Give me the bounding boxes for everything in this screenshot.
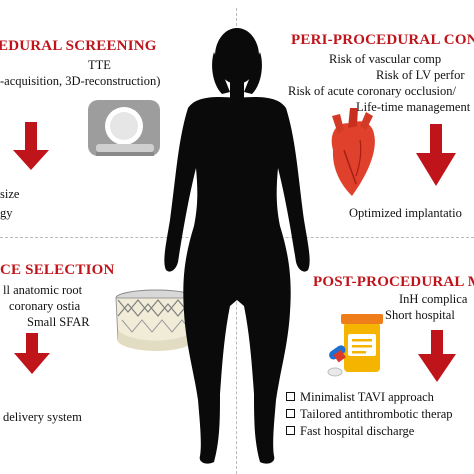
postprocedural-line-complications: InH complica [399,292,468,306]
selection-heading: CE SELECTION [0,262,115,278]
heart-icon [331,108,375,196]
selection-line-sfar: Small SFAR [27,315,90,329]
arrow-down-icon [416,124,456,186]
screening-line-tte: TTE [88,58,111,72]
checklist-item-antithrombotic: Tailored antithrombotic therap [286,407,453,422]
arrow-down-icon [14,333,50,374]
periprocedural-heading: PERI-PROCEDURAL CON [291,32,474,48]
medication-icon [327,314,383,377]
periprocedural-line-lifetime: Life-time management [356,100,471,114]
checkbox-icon [286,426,295,435]
selection-line-ostia: coronary ostia [9,299,81,313]
screening-line-size: size [0,187,20,201]
arrow-down-icon [13,122,49,170]
periprocedural-line-vascular: Risk of vascular comp [329,52,442,66]
postprocedural-line-hospital: Short hospital [385,308,455,322]
ct-scanner-icon [88,100,160,156]
checklist-item-discharge: Fast hospital discharge [286,424,414,439]
checkbox-icon [286,392,295,401]
screening-heading: EDURAL SCREENING [0,38,157,54]
human-silhouette [164,28,310,464]
screening-line-acquisition: -acquisition, 3D-reconstruction) [0,74,161,88]
selection-line-delivery: delivery system [3,410,82,424]
periprocedural-line-lv: Risk of LV perfor [376,68,465,82]
arrow-down-icon [418,330,456,382]
postprocedural-heading: POST-PROCEDURAL M [313,274,474,290]
screening-line-gy: gy [0,206,13,220]
checkbox-icon [286,409,295,418]
checklist-item-minimalist: Minimalist TAVI approach [286,390,434,405]
periprocedural-line-coronary: Risk of acute coronary occlusion/ [288,84,457,98]
periprocedural-line-implantation: Optimized implantatio [349,206,462,220]
selection-line-anatomic: ll anatomic root [3,283,83,297]
